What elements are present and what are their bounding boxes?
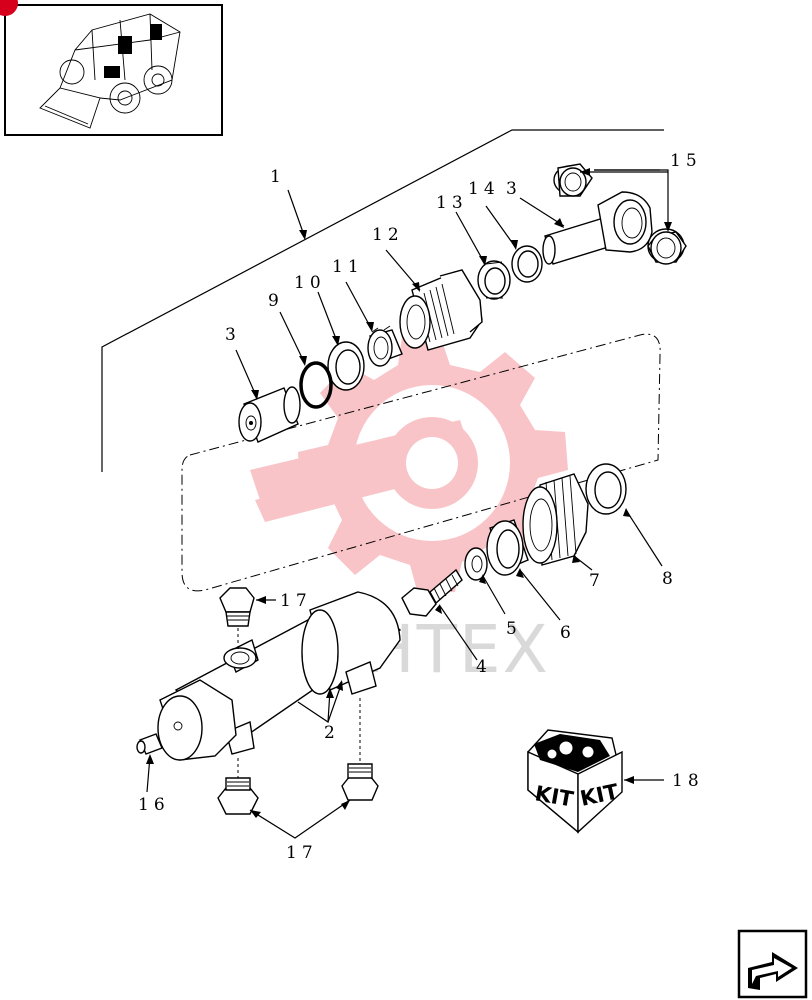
gland-12 (399, 269, 483, 351)
callout-6: 6 (560, 623, 576, 643)
kit-box-18: KIT KIT (527, 729, 623, 834)
callout-1: 1 (270, 167, 286, 187)
washer-5 (464, 547, 488, 581)
callout-14: 14 (468, 179, 500, 199)
callout-2: 2 (324, 723, 340, 743)
seal-6 (486, 519, 529, 576)
callout-13: 13 (436, 193, 468, 213)
callout-12: 12 (372, 225, 404, 245)
plug-17-top (219, 587, 255, 627)
seal-11 (367, 325, 403, 367)
callout-11: 11 (332, 257, 364, 277)
callout-5: 5 (506, 619, 522, 639)
piston-7 (522, 473, 589, 566)
plug-17-bottom-right (341, 763, 379, 801)
piston-rod-with-eye (542, 191, 653, 265)
o-ring-9 (299, 361, 333, 409)
wiper-13 (477, 260, 511, 300)
skid-steer-loader-icon (39, 13, 181, 129)
callout-15: 15 (670, 151, 702, 171)
callout-7: 7 (589, 571, 605, 591)
piston-group-outline (181, 333, 661, 592)
callout-10: 10 (294, 273, 326, 293)
ring-10 (327, 341, 365, 391)
plug-17-bottom-left (217, 777, 259, 815)
callout-17-bottom: 17 (286, 843, 318, 863)
bolt-4 (401, 568, 463, 617)
assembly-bracket-line (101, 129, 664, 472)
seal-14 (511, 245, 543, 283)
callout-labels: 1 3 9 10 11 12 13 14 3 15 17 4 5 6 7 8 2… (138, 151, 704, 863)
next-page-arrow-icon[interactable] (737, 929, 808, 999)
callout-9: 9 (268, 291, 284, 311)
bushing-15-lower (647, 228, 687, 265)
callout-3-spacer: 3 (225, 325, 241, 345)
callout-17-top: 17 (280, 591, 312, 611)
wear-ring-8 (585, 463, 627, 515)
grease-fitting-16 (136, 733, 163, 755)
cylinder-barrel-2 (157, 591, 402, 761)
callout-3-rod: 3 (506, 179, 522, 199)
callout-16: 16 (138, 795, 170, 815)
spacer-tube-3 (238, 386, 301, 443)
watermark-gear-logo (250, 330, 568, 594)
callout-18: 18 (672, 771, 704, 791)
machine-thumbnail (0, 0, 223, 136)
callout-4: 4 (476, 657, 492, 677)
callout-8: 8 (662, 569, 678, 589)
bushing-15-upper (553, 163, 593, 197)
